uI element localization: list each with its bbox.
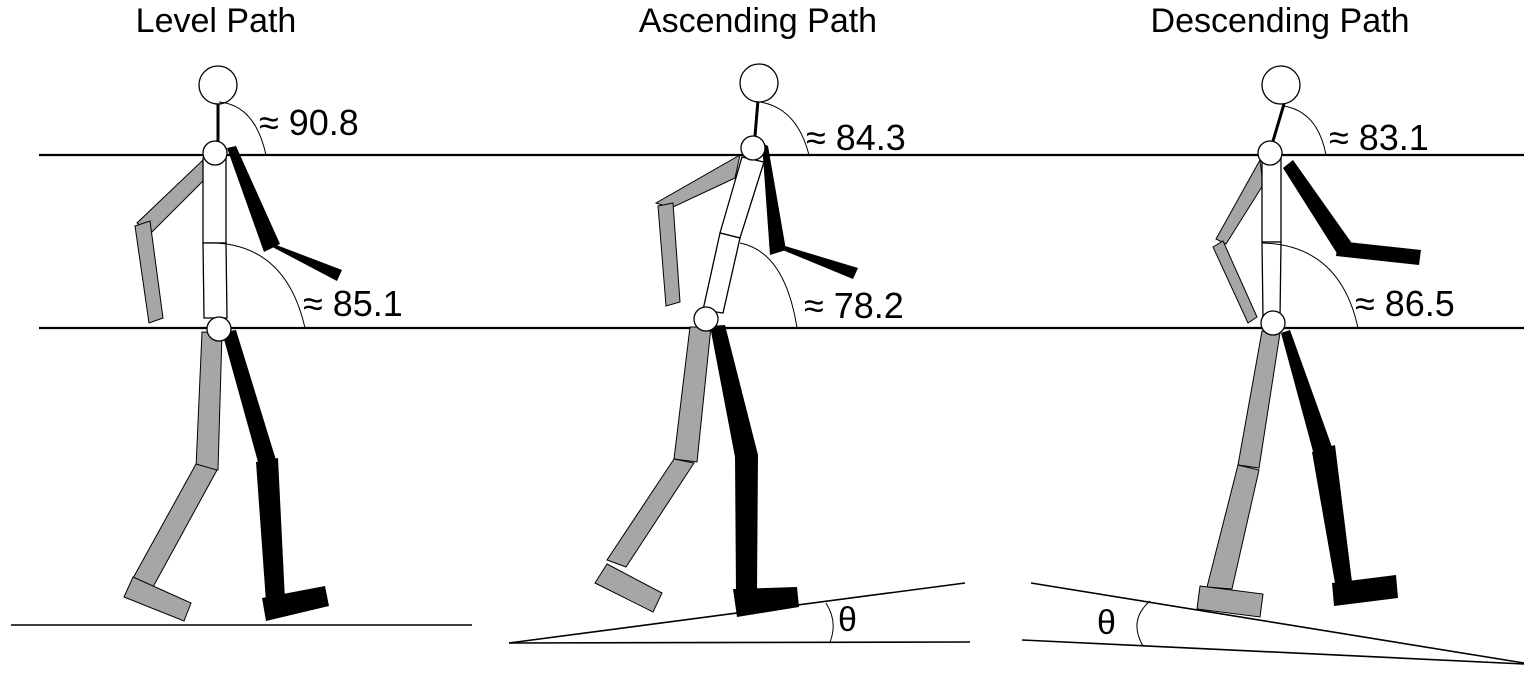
back-forearm: [1212, 240, 1258, 324]
level-path-figure: [11, 65, 472, 626]
ascending-neck-angle-label: ≈ 84.3: [806, 117, 906, 158]
neck: [753, 99, 760, 137]
head: [1261, 65, 1301, 105]
front-foot: [733, 587, 799, 617]
shoulder-joint: [740, 135, 766, 161]
descending-path-figure: [1021, 65, 1525, 665]
trunk-angle-arc: [1261, 242, 1359, 329]
ascending-theta-label: θ: [838, 601, 857, 639]
descending-neck-angle-label: ≈ 83.1: [1329, 117, 1429, 158]
back-foot: [123, 576, 192, 622]
back-shank: [1206, 464, 1260, 590]
back-upper-arm: [654, 154, 741, 209]
back-shank: [131, 463, 218, 588]
back-foot: [594, 563, 663, 613]
front-thigh: [1281, 330, 1332, 455]
panel-title-level: Level Path: [135, 2, 297, 40]
lower-trunk: [1261, 241, 1282, 319]
descending-slope-line: [1030, 582, 1525, 664]
back-foot: [1196, 585, 1264, 618]
trunk-angle-arc: [739, 242, 798, 329]
descending-theta-label: θ: [1097, 604, 1116, 642]
front-forearm: [768, 244, 858, 279]
ascending-path-figure: [508, 63, 971, 644]
front-shank: [1312, 445, 1352, 583]
shoulder-joint: [1257, 140, 1283, 166]
front-upper-arm: [1283, 160, 1351, 255]
ascending-base-line: [508, 641, 971, 644]
front-upper-arm: [762, 143, 786, 255]
trunk-angle-arc: [203, 242, 306, 329]
front-thigh: [222, 330, 276, 462]
front-thigh: [710, 325, 758, 457]
hip-joint: [693, 306, 719, 332]
neck-angle-arc: [1283, 105, 1327, 156]
front-foot: [262, 586, 329, 621]
back-thigh: [1237, 330, 1281, 469]
panel-title-descending: Descending Path: [1150, 2, 1410, 40]
head: [198, 65, 238, 105]
lower-trunk: [202, 242, 228, 319]
level-trunk-angle-label: ≈ 85.1: [303, 283, 403, 324]
upper-trunk: [202, 157, 227, 244]
neck-angle-arc: [759, 101, 810, 156]
descending-trunk-angle-label: ≈ 86.5: [1355, 283, 1455, 324]
hip-joint: [1260, 310, 1286, 336]
ascending-trunk-angle-label: ≈ 78.2: [804, 285, 904, 326]
neck-angle-arc: [218, 101, 267, 156]
upper-trunk: [1261, 157, 1282, 243]
level-neck-angle-label: ≈ 90.8: [259, 102, 359, 143]
descending-theta-arc: [1136, 600, 1151, 647]
front-forearm: [1336, 241, 1421, 265]
shoulder-joint: [202, 140, 228, 166]
head: [739, 63, 779, 103]
back-shank: [606, 458, 695, 568]
lower-trunk: [702, 232, 741, 314]
front-foot: [1332, 575, 1398, 606]
back-thigh: [673, 326, 712, 463]
descending-base-line: [1021, 639, 1525, 665]
front-shank: [256, 458, 285, 602]
back-forearm: [134, 220, 164, 324]
panel-title-ascending: Ascending Path: [638, 2, 878, 40]
ascending-theta-arc: [825, 602, 834, 643]
front-shank: [735, 455, 758, 594]
back-upper-arm: [1215, 158, 1264, 245]
hip-joint: [206, 316, 232, 342]
back-thigh: [195, 331, 223, 471]
front-forearm: [261, 241, 342, 281]
back-forearm: [657, 202, 681, 307]
front-upper-arm: [227, 146, 280, 252]
neck: [1271, 103, 1286, 142]
